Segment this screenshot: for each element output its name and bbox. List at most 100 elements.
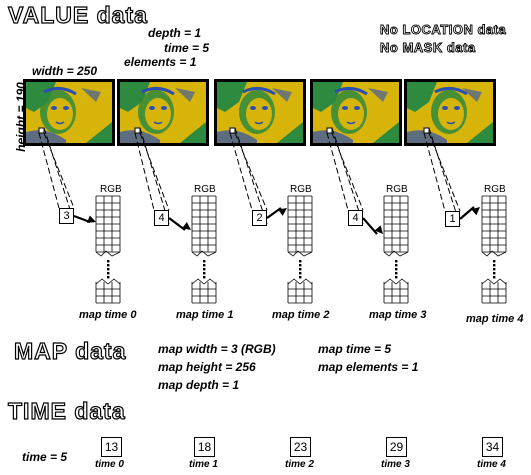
- pixel-value-box-3: 4: [348, 210, 363, 226]
- selected-pixel-2: [229, 127, 236, 134]
- map-grid-torn-top-2: [287, 250, 313, 257]
- continuation-dot-3-0: [395, 260, 398, 263]
- continuation-dot-2-0: [299, 260, 302, 263]
- time-label-1: time 1: [189, 459, 218, 470]
- map-time-caption-0: map time 0: [79, 309, 137, 321]
- continuation-dot-0-0: [107, 260, 110, 263]
- zoom-line-left-2: [229, 132, 253, 211]
- continuation-dot-3-1: [395, 264, 398, 267]
- time-value-box-3: 29: [386, 437, 407, 457]
- zoom-line-left-0: [38, 132, 60, 209]
- map-grid-torn-top-1: [191, 250, 217, 257]
- zoom-line-left-4: [423, 132, 446, 212]
- lookup-arrow-0: [73, 214, 91, 224]
- continuation-dot-4-0: [493, 260, 496, 263]
- map-data-title: MAP data: [13, 337, 127, 364]
- continuation-dot-2-1: [299, 264, 302, 267]
- map-grid-torn-bottom-0: [95, 278, 121, 285]
- map-time-caption-3: map time 3: [369, 309, 427, 321]
- continuation-dot-3-4: [395, 276, 398, 279]
- lookup-arrow-1: [168, 217, 186, 231]
- lookup-arrowhead-2: [278, 208, 287, 216]
- rgb-label-0: RGB: [100, 184, 122, 195]
- continuation-dot-3-3: [395, 272, 398, 275]
- value-data-title: VALUE data: [7, 1, 148, 28]
- map-grid-torn-top-0: [95, 250, 121, 257]
- map-time-label: map time = 5: [318, 342, 392, 356]
- continuation-dot-0-2: [107, 268, 110, 271]
- continuation-dot-4-3: [493, 272, 496, 275]
- time-label-3: time 3: [381, 459, 410, 470]
- time-label-2: time 2: [285, 459, 314, 470]
- baby-face-image: [26, 82, 112, 143]
- continuation-dot-0-1: [107, 264, 110, 267]
- continuation-dot-2-2: [299, 268, 302, 271]
- map-grid-torn-bottom-1: [191, 278, 217, 285]
- continuation-dot-1-3: [203, 272, 206, 275]
- continuation-dot-1-1: [203, 264, 206, 267]
- continuation-dot-0-3: [107, 272, 110, 275]
- continuation-dot-2-4: [299, 276, 302, 279]
- lookup-arrowhead-1: [182, 222, 191, 230]
- zoom-line-left-1: [134, 132, 155, 211]
- continuation-dot-4-4: [493, 276, 496, 279]
- continuation-dot-4-2: [493, 268, 496, 271]
- zoom-line-right-2: [234, 132, 268, 211]
- baby-face-image: [120, 82, 206, 143]
- rgb-label-2: RGB: [290, 184, 312, 195]
- selected-pixel-1: [134, 127, 141, 134]
- selected-pixel-4: [423, 127, 430, 134]
- map-grid-torn-top-3: [383, 250, 409, 257]
- width-label: width = 250: [32, 64, 98, 78]
- map-time-caption-2: map time 2: [272, 309, 330, 321]
- map-time-caption-1: map time 1: [176, 309, 234, 321]
- time-value-box-1: 18: [194, 437, 215, 457]
- map-width-label: map width = 3 (RGB): [158, 342, 276, 356]
- lookup-arrowhead-3: [374, 225, 383, 234]
- map-elements-label: map elements = 1: [318, 360, 419, 374]
- rgb-label-1: RGB: [194, 184, 216, 195]
- no-mask-label: No MASK data: [380, 40, 476, 56]
- frame-thumbnail-1: [117, 79, 209, 146]
- map-grid-torn-bottom-4: [481, 278, 507, 285]
- depth-label: depth = 1: [148, 26, 202, 40]
- time-value-box-0: 13: [101, 437, 122, 457]
- map-grid-torn-bottom-2: [287, 278, 313, 285]
- time-label-0: time 0: [95, 459, 124, 470]
- continuation-dot-0-4: [107, 276, 110, 279]
- continuation-dot-3-2: [395, 268, 398, 271]
- zoom-line-back-0: [43, 127, 75, 223]
- map-depth-label: map depth = 1: [158, 378, 240, 392]
- lookup-arrowhead-4: [471, 207, 480, 216]
- zoom-line-right-1: [139, 132, 170, 211]
- continuation-dot-2-3: [299, 272, 302, 275]
- lookup-arrow-3: [362, 217, 378, 235]
- selected-pixel-0: [38, 127, 45, 134]
- pixel-value-box-4: 1: [445, 211, 460, 227]
- time-label-4: time 4: [477, 459, 506, 470]
- frame-thumbnail-0: [23, 79, 115, 146]
- zoom-line-right-4: [428, 132, 461, 212]
- time-value-box-4: 34: [482, 437, 503, 457]
- lookup-arrowhead-0: [87, 215, 96, 223]
- zoom-line-back-4: [428, 127, 461, 226]
- time-label: time = 5: [164, 41, 210, 55]
- zoom-line-back-2: [234, 127, 268, 225]
- time-count-label: time = 5: [22, 450, 68, 464]
- no-location-label: No LOCATION data: [380, 22, 507, 38]
- rgb-label-4: RGB: [484, 184, 506, 195]
- zoom-line-back-3: [331, 127, 364, 225]
- pixel-value-box-1: 4: [154, 210, 169, 226]
- time-value-box-2: 23: [290, 437, 311, 457]
- map-grid-torn-bottom-3: [383, 278, 409, 285]
- baby-face-image: [407, 82, 493, 143]
- zoom-line-right-3: [331, 132, 364, 211]
- map-time-caption-4: map time 4: [466, 313, 524, 325]
- continuation-dot-1-0: [203, 260, 206, 263]
- frame-thumbnail-4: [404, 79, 496, 146]
- map-grid-torn-top-4: [481, 250, 507, 257]
- rgb-label-3: RGB: [386, 184, 408, 195]
- elements-label: elements = 1: [124, 55, 197, 69]
- time-data-title: TIME data: [7, 397, 126, 424]
